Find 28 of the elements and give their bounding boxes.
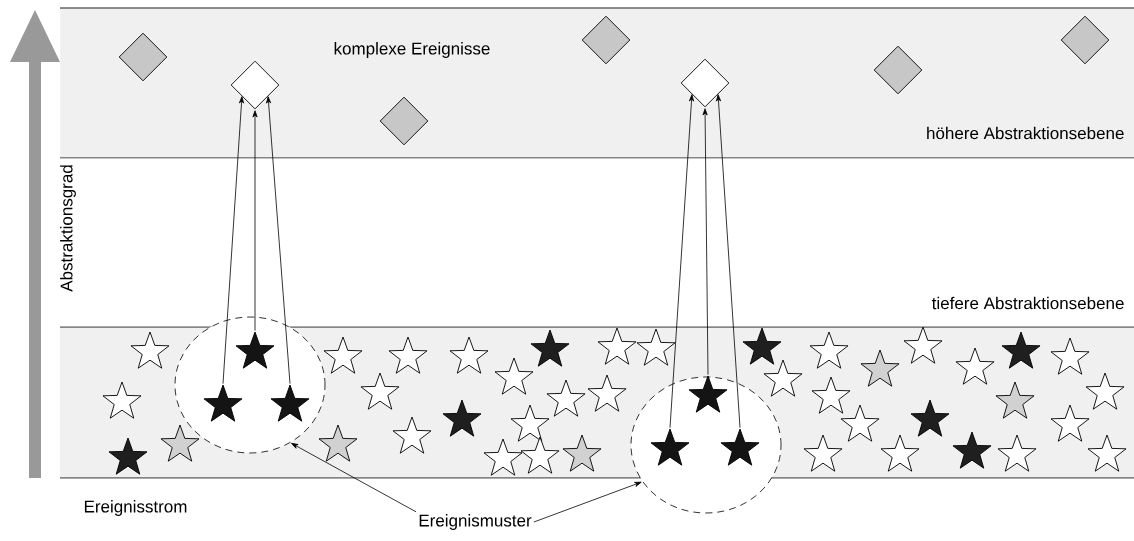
band-label: höhere Abstraktionsebene bbox=[927, 126, 1124, 140]
diamond bbox=[581, 15, 631, 65]
diamond bbox=[118, 32, 168, 82]
arrow bbox=[533, 481, 642, 523]
diamond bbox=[873, 45, 923, 95]
band-label: tiefere Abstraktionsebene bbox=[931, 296, 1124, 310]
star bbox=[650, 428, 690, 466]
star bbox=[270, 384, 310, 422]
stream-label: Ereignisstrom bbox=[84, 500, 187, 516]
arrow bbox=[222, 96, 245, 385]
arrow bbox=[702, 108, 709, 376]
diamond bbox=[1060, 15, 1110, 65]
callout-text: Ereignismuster bbox=[419, 514, 532, 530]
diamond bbox=[680, 58, 730, 108]
arrow bbox=[669, 94, 695, 429]
band-heading: komplexe Ereignisse bbox=[334, 42, 490, 58]
star bbox=[235, 331, 275, 369]
star bbox=[688, 375, 728, 413]
band bbox=[59, 7, 1134, 159]
diamond bbox=[379, 96, 429, 146]
arrow bbox=[716, 94, 741, 429]
arrow bbox=[252, 110, 258, 332]
diamond bbox=[230, 60, 280, 110]
axis-label: Abstraktionsgrad bbox=[60, 165, 76, 292]
arrow bbox=[266, 96, 291, 385]
arrow bbox=[291, 442, 417, 513]
star bbox=[720, 428, 760, 466]
star bbox=[203, 384, 243, 422]
